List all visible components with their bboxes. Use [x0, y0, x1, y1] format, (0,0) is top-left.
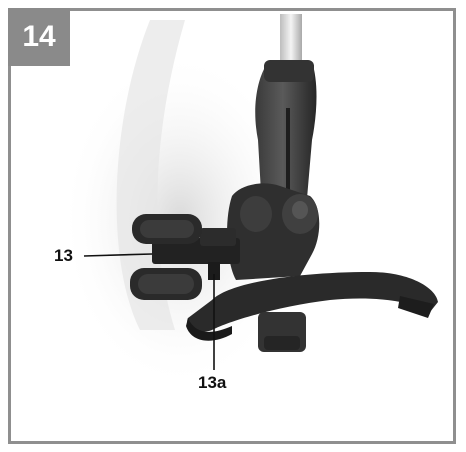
callout-13: 13 [54, 246, 73, 265]
shaft-collar [264, 60, 314, 82]
pivot-knob-highlight [292, 201, 308, 219]
lower-wheel-tread [138, 274, 194, 294]
locking-lever [208, 262, 220, 280]
callout-13a: 13a [198, 373, 227, 392]
leader-line-13 [83, 253, 153, 257]
guard-shield [187, 272, 438, 332]
upper-wheel-tread [140, 220, 194, 238]
wall-shadow [116, 20, 185, 330]
pivot-knob-left [240, 196, 272, 232]
guard-lip [398, 296, 434, 318]
pole-tube [280, 14, 302, 74]
spool-cap [264, 336, 300, 350]
wheel-bracket-arm [200, 228, 236, 246]
guard-edge [186, 318, 232, 341]
shaft-grip-line [286, 108, 290, 204]
figure-number-badge: 14 [8, 8, 70, 66]
shaft-housing [255, 62, 317, 210]
